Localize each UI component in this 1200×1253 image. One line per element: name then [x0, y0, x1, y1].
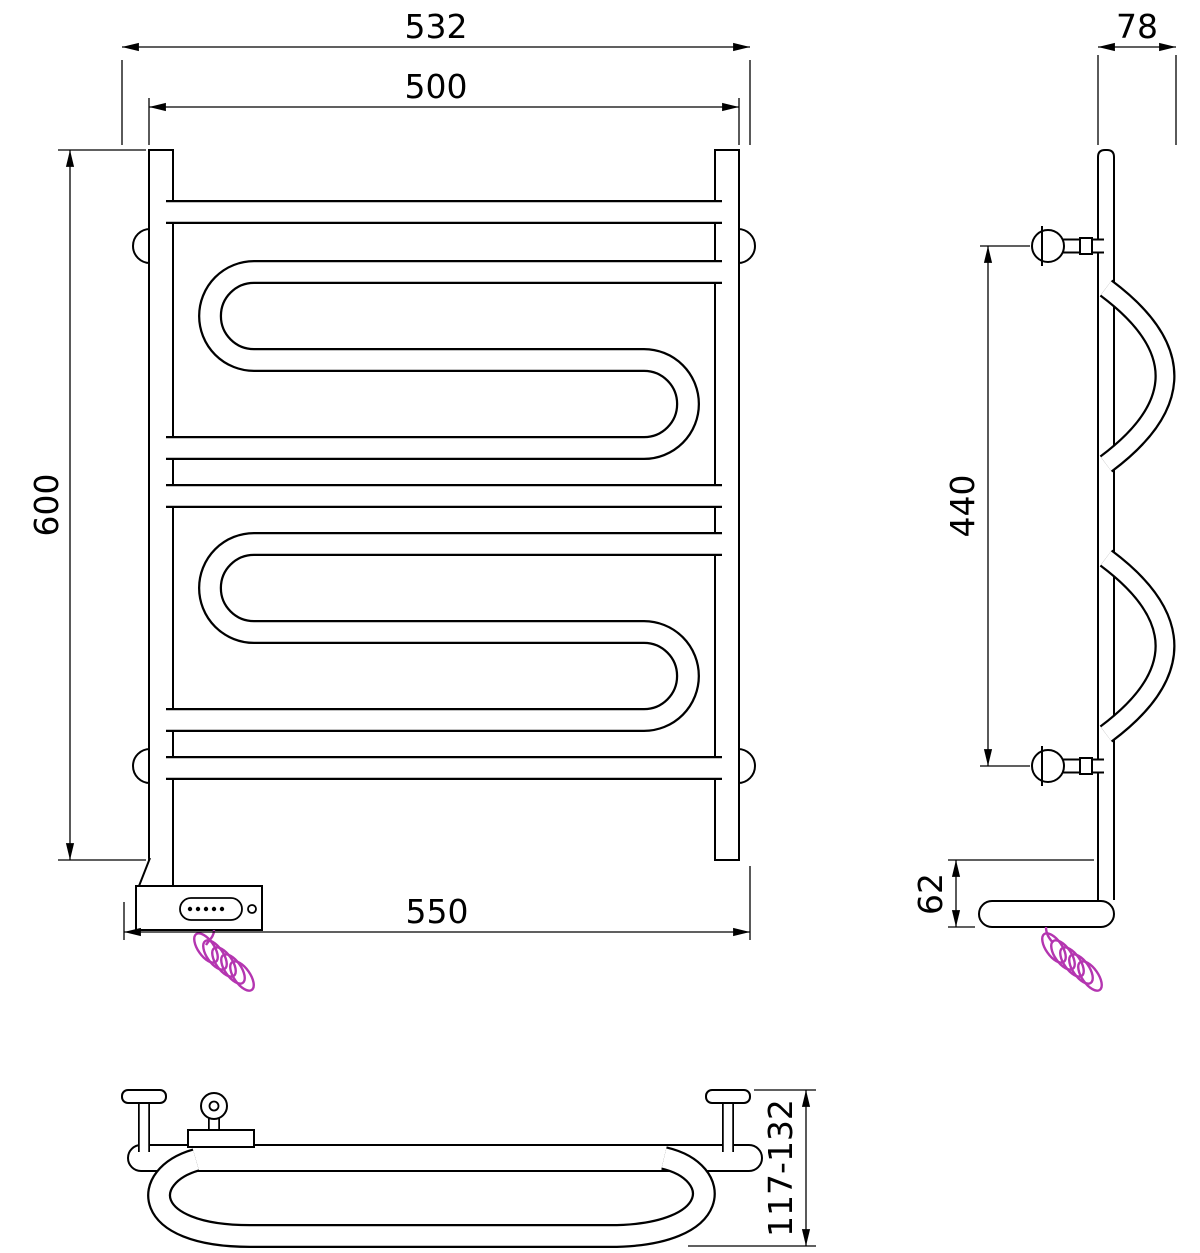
- led-dot: [211, 906, 217, 912]
- dimension-label-532: 532: [405, 7, 468, 46]
- main-tube-top: [127, 1144, 763, 1172]
- power-button: [247, 904, 257, 914]
- led-panel: [179, 897, 243, 921]
- serpentine-coil-lower: [166, 532, 722, 732]
- led-dot: [187, 906, 193, 912]
- top-view: 117-132: [121, 1089, 816, 1248]
- cord-coil: [1077, 960, 1103, 992]
- dimension-label-62: 62: [911, 873, 950, 915]
- dimension-label-117-132: 117-132: [761, 1099, 800, 1237]
- joint-left-edge: [138, 857, 151, 887]
- serpentine-loop-top: [147, 1146, 716, 1248]
- dimension-depth: 78: [1097, 7, 1177, 145]
- dimension-pipe-width: 500: [148, 67, 740, 145]
- heater-top-view: [187, 1092, 255, 1148]
- dimension-label-440: 440: [943, 475, 982, 538]
- front-view: 532 500 600 550: [27, 7, 756, 992]
- valve-knob: [200, 1092, 228, 1120]
- bracket-flange: [1031, 749, 1065, 783]
- cord-coil: [1068, 953, 1094, 985]
- heater-unit: [135, 857, 263, 931]
- wall-bracket-upper: [1031, 226, 1104, 266]
- tube-fill: [149, 1148, 714, 1246]
- power-cord-side: [1041, 926, 1103, 992]
- wall-bar: [1097, 149, 1115, 900]
- dimension-overall-width: 532: [121, 7, 751, 145]
- side-view: 78 440 62: [911, 7, 1177, 992]
- tube-fill: [166, 534, 722, 730]
- dimension-bottom-width: 550: [123, 866, 751, 940]
- led-dot: [219, 906, 225, 912]
- bracket-right-top: [705, 1089, 751, 1152]
- bracket-screw: [1079, 237, 1093, 255]
- dimension-height: 600: [27, 149, 146, 861]
- dimension-mount-spacing: 440: [943, 245, 1030, 767]
- bracket-flange: [121, 1089, 167, 1104]
- power-cord-front: [193, 929, 255, 992]
- wall-bracket-lower: [1031, 746, 1104, 786]
- serpentine-coil-upper: [166, 260, 722, 460]
- led-dot: [203, 906, 209, 912]
- dimension-installed-depth: 117-132: [688, 1089, 816, 1247]
- led-dot: [195, 906, 201, 912]
- tube-fill: [166, 262, 722, 458]
- bracket-screw: [1079, 757, 1093, 775]
- dimension-label-78: 78: [1116, 7, 1158, 46]
- serpentine-profile-upper: [1099, 279, 1176, 473]
- bracket-left-top: [121, 1089, 167, 1152]
- serpentine-profile-lower: [1099, 549, 1176, 743]
- bottom-tube-side: [978, 900, 1115, 928]
- bracket-flange: [705, 1089, 751, 1104]
- dimension-bottom-offset: 62: [911, 859, 1094, 928]
- cord-coil: [220, 953, 246, 985]
- tube-fill: [1101, 281, 1174, 471]
- heater-box-top: [187, 1129, 255, 1148]
- dimension-label-600: 600: [27, 474, 66, 537]
- tube-fill: [1101, 551, 1174, 741]
- bracket-flange: [1031, 229, 1065, 263]
- cord-coil: [229, 960, 255, 992]
- dimension-label-500: 500: [405, 67, 468, 106]
- valve-knob-center: [208, 1100, 220, 1112]
- dimension-label-550: 550: [406, 892, 469, 931]
